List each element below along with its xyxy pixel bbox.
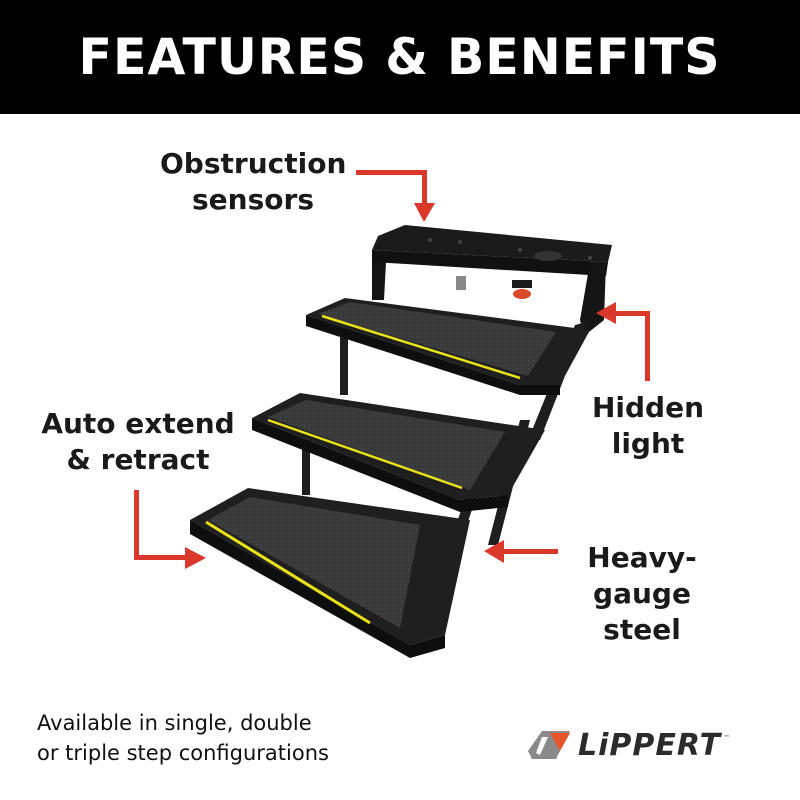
- trademark-symbol: ™: [723, 734, 731, 742]
- step-middle: [252, 393, 545, 512]
- callout-heavy-gauge-steel: Heavy- gauge steel: [552, 540, 732, 648]
- callout-line: Heavy-: [587, 541, 697, 574]
- callout-line: & retract: [66, 443, 210, 476]
- logo-wordmark: LiPPERT: [578, 728, 722, 763]
- availability-note: Available in single, double or triple st…: [37, 708, 329, 768]
- callout-line: sensors: [192, 183, 314, 216]
- callout-hidden-light: Hidden light: [580, 390, 716, 462]
- note-line: Available in single, double: [37, 711, 312, 735]
- arrow-hidden-light: [596, 302, 650, 381]
- lippert-logo-mark-icon: [528, 730, 570, 759]
- callout-line: Hidden: [591, 391, 705, 424]
- header-banner: FEATURES & BENEFITS: [0, 0, 800, 114]
- step-bottom: [190, 488, 470, 658]
- note-line: or triple step configurations: [37, 741, 329, 765]
- callout-auto-extend: Auto extend & retract: [40, 406, 236, 478]
- callout-line: Auto extend: [41, 407, 235, 440]
- arrow-auto-extend: [134, 490, 206, 569]
- step-top: [306, 298, 590, 395]
- mounting-frame: [372, 225, 612, 336]
- lippert-logo: LiPPERT ™: [528, 728, 730, 763]
- arrow-obstruction-sensors: [356, 170, 435, 222]
- callout-line: Obstruction: [160, 147, 347, 180]
- callout-line: light: [611, 427, 685, 460]
- callout-line: gauge steel: [593, 577, 691, 646]
- banner-title: FEATURES & BENEFITS: [79, 28, 721, 86]
- callout-obstruction-sensors: Obstruction sensors: [160, 146, 346, 218]
- arrow-heavy-gauge: [484, 540, 558, 563]
